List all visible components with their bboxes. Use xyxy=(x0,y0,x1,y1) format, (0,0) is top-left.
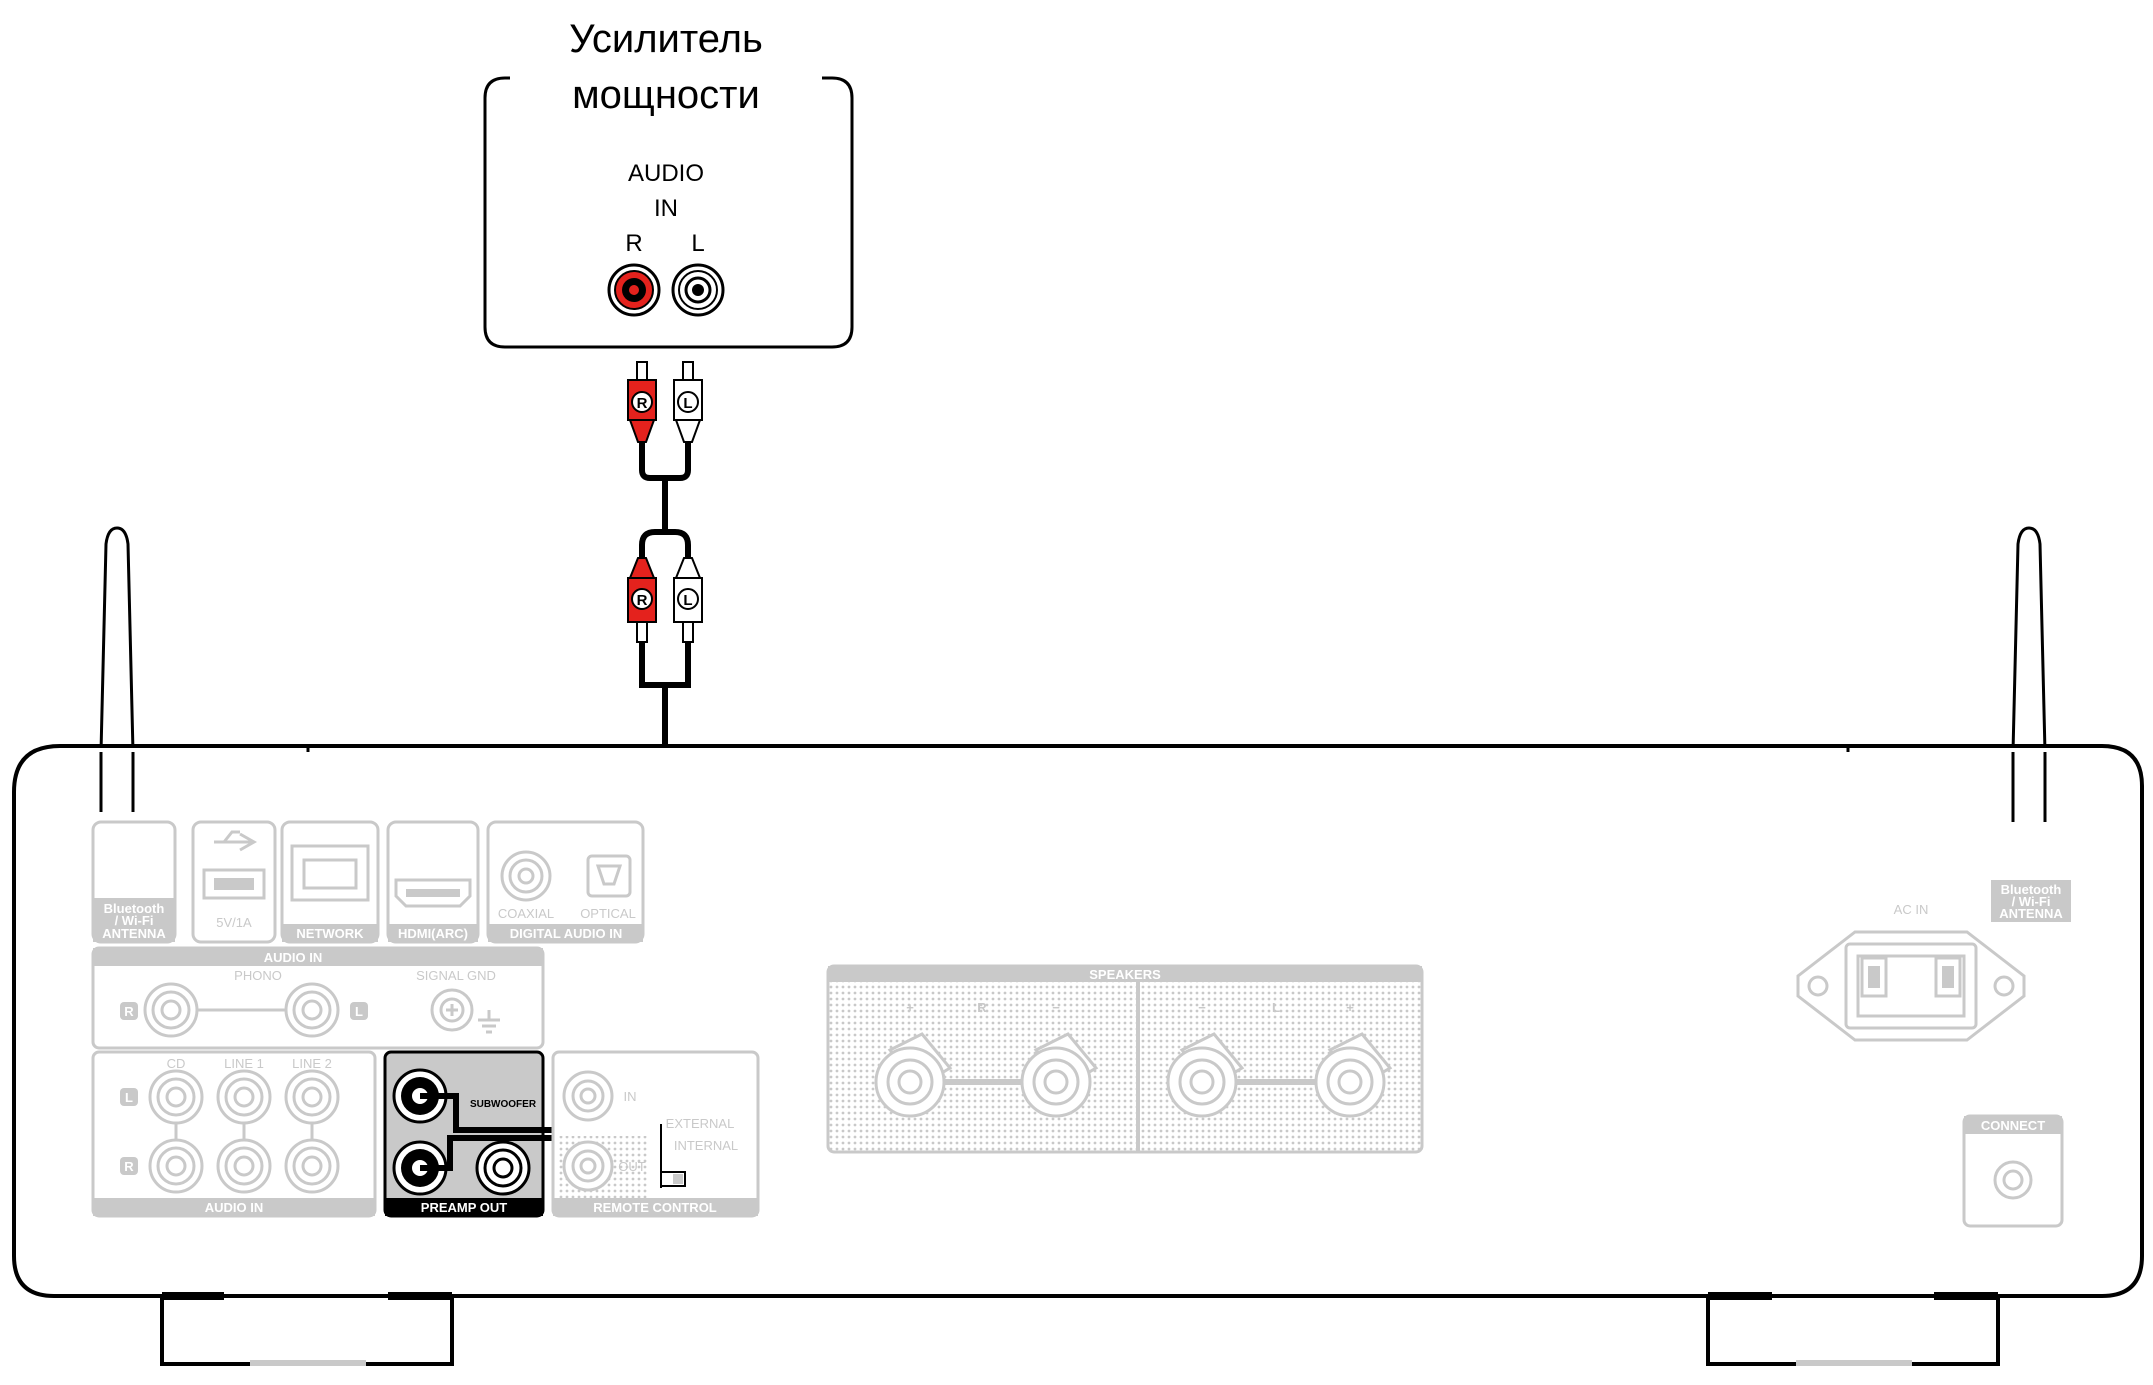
preamp-out-label: PREAMP OUT xyxy=(421,1200,507,1215)
line2-l-jack xyxy=(284,1069,340,1125)
speakers-label: SPEAKERS xyxy=(1089,967,1161,982)
amp-right-jack xyxy=(607,263,661,317)
lower-right-plug-label: R xyxy=(637,592,648,609)
digital-audio-in-module: COAXIAL OPTICAL DIGITAL AUDIO IN xyxy=(486,820,645,944)
speaker-r-label: R xyxy=(977,1000,987,1015)
line1-r-jack xyxy=(216,1138,272,1194)
audio-in-bottom-label: AUDIO IN xyxy=(205,1200,264,1215)
preamp-out-module: SUBWOOFER PREAMP OUT xyxy=(383,1050,668,1218)
speaker-l-plus-label: + xyxy=(1346,1000,1354,1015)
remote-in-jack xyxy=(562,1070,614,1122)
network-port-module: NETWORK xyxy=(280,820,380,944)
cd-l-jack xyxy=(148,1069,204,1125)
remote-out-jack xyxy=(562,1140,614,1192)
line2-r-jack xyxy=(284,1138,340,1194)
usb-port-module: 5V/1A xyxy=(191,820,277,944)
speaker-r-minus-label: − xyxy=(1052,1000,1060,1015)
subwoofer-label: SUBWOOFER xyxy=(470,1099,537,1110)
ac-in-label: AC IN xyxy=(1894,902,1929,917)
hdmi-label: HDMI(ARC) xyxy=(398,926,468,941)
amp-left-label: L xyxy=(691,230,704,257)
speaker-r-plus-label: + xyxy=(906,1000,914,1015)
audio-in-label-line1: AUDIO xyxy=(628,160,704,187)
phono-module: AUDIO IN PHONO SIGNAL GND R L xyxy=(91,946,545,1050)
upper-right-plug: R xyxy=(627,361,657,443)
subwoofer-jack xyxy=(475,1140,531,1196)
speaker-r-plus-terminal xyxy=(874,1032,953,1118)
network-label: NETWORK xyxy=(296,926,364,941)
speaker-l-minus-terminal xyxy=(1166,1032,1245,1118)
line2-label: LINE 2 xyxy=(292,1056,332,1071)
amplifier-title-line1: Усилитель xyxy=(569,17,763,61)
usb-rating: 5V/1A xyxy=(216,915,252,930)
usb-icon xyxy=(214,830,258,852)
speaker-l-minus-label: − xyxy=(1198,1000,1206,1015)
analog-r-label: R xyxy=(124,1159,134,1174)
phono-label: PHONO xyxy=(234,968,282,983)
remote-selector-switch xyxy=(660,1124,686,1188)
bt-left-line3: ANTENNA xyxy=(102,926,166,941)
connect-module: CONNECT xyxy=(1962,1114,2064,1228)
power-amplifier: Усилитель мощности AUDIO IN R L xyxy=(483,17,854,349)
lower-left-plug-label: L xyxy=(683,592,692,609)
upper-left-plug: L xyxy=(673,361,703,443)
remote-control-label: REMOTE CONTROL xyxy=(593,1200,717,1215)
amp-right-label: R xyxy=(625,230,642,257)
speakers-module: SPEAKERS + R − − L + xyxy=(826,964,1424,1154)
amplifier-outline xyxy=(483,76,854,349)
remote-out-label: OUT xyxy=(618,1159,646,1174)
bt-right-line2: / Wi-Fi xyxy=(2012,894,2051,909)
analog-audio-in-module: CD LINE 1 LINE 2 L R AUDIO IN xyxy=(91,1050,377,1218)
remote-control-module: IN OUT EXTERNAL INTERNAL REMOTE CONTROL xyxy=(551,1050,760,1218)
hdmi-port-module: HDMI(ARC) xyxy=(386,820,480,944)
line1-l-jack xyxy=(216,1069,272,1125)
lower-left-plug: L xyxy=(673,557,703,643)
bt-right-line1: Bluetooth xyxy=(2001,882,2062,897)
digital-audio-in-label: DIGITAL AUDIO IN xyxy=(510,926,622,941)
speaker-r-minus-terminal xyxy=(1020,1032,1099,1118)
line1-label: LINE 1 xyxy=(224,1056,264,1071)
remote-in-label: IN xyxy=(624,1089,637,1104)
signal-gnd-label: SIGNAL GND xyxy=(416,968,496,983)
audio-in-label-line2: IN xyxy=(654,195,678,222)
phono-l-jack xyxy=(284,982,340,1038)
connect-label: CONNECT xyxy=(1981,1118,2045,1133)
lower-right-plug: R xyxy=(627,557,657,643)
analog-l-label: L xyxy=(125,1090,133,1105)
internal-label: INTERNAL xyxy=(674,1138,738,1153)
speaker-l-plus-terminal xyxy=(1314,1032,1393,1118)
ac-in-socket: AC IN xyxy=(1796,902,2026,1042)
foot-left xyxy=(160,1292,454,1366)
connect-button xyxy=(1993,1160,2033,1200)
foot-right xyxy=(1706,1292,2000,1366)
coaxial-label: COAXIAL xyxy=(498,906,554,921)
external-label: EXTERNAL xyxy=(666,1116,735,1131)
phono-l-label: L xyxy=(355,1004,363,1019)
upper-left-plug-label: L xyxy=(683,395,692,412)
optical-label: OPTICAL xyxy=(580,906,636,921)
upper-right-plug-label: R xyxy=(637,395,648,412)
amplifier-title-line2: мощности xyxy=(572,73,760,117)
speaker-l-label: L xyxy=(1272,1000,1280,1015)
amp-left-jack xyxy=(671,263,725,317)
bluetooth-antenna-left-module: Bluetooth / Wi-Fi ANTENNA xyxy=(91,820,177,944)
bt-right-line3: ANTENNA xyxy=(1999,906,2063,921)
signal-gnd-terminal xyxy=(430,988,500,1034)
audio-in-top-label: AUDIO IN xyxy=(264,950,323,965)
bluetooth-antenna-right-module: Bluetooth / Wi-Fi ANTENNA xyxy=(1991,880,2071,922)
phono-r-jack xyxy=(143,982,199,1038)
receiver-rear-panel: Bluetooth / Wi-Fi ANTENNA 5V/1A NETWORK xyxy=(12,744,2144,1366)
bt-left-line2: / Wi-Fi xyxy=(115,913,154,928)
cd-label: CD xyxy=(167,1056,186,1071)
bt-left-line1: Bluetooth xyxy=(104,901,165,916)
phono-r-label: R xyxy=(124,1004,134,1019)
cd-r-jack xyxy=(148,1138,204,1194)
